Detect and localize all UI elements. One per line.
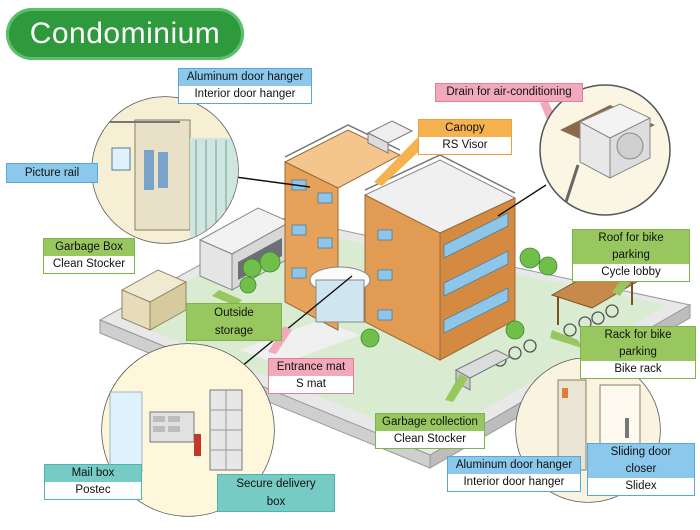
label-heading: Aluminum door hanger xyxy=(179,69,311,86)
label-product: Interior door hanger xyxy=(179,86,311,103)
label-product: Bike rack xyxy=(581,361,695,378)
label-heading: Rack for bike parking xyxy=(581,327,695,361)
page-title: Condominium xyxy=(6,8,244,60)
condominium-building xyxy=(283,120,517,361)
label-rack-bike-parking: Rack for bike parking Bike rack xyxy=(580,326,696,379)
label-mail-box: Mail box Postec xyxy=(44,464,142,500)
label-aluminum-door-hanger-top: Aluminum door hanger Interior door hange… xyxy=(178,68,312,104)
label-entrance-mat: Entrance mat S mat xyxy=(268,358,354,394)
label-product: Cycle lobby xyxy=(573,264,689,281)
label-product: Clean Stocker xyxy=(376,431,484,448)
tag-picture-rail: Picture rail xyxy=(6,163,98,183)
label-aluminum-door-hanger-bottom: Aluminum door hanger Interior door hange… xyxy=(447,456,581,492)
label-heading: Entrance mat xyxy=(269,359,353,376)
detail-circle-mailbox xyxy=(101,343,275,517)
label-product: Slidex xyxy=(588,478,694,495)
detail-circle-closet xyxy=(91,96,239,244)
label-product: RS Visor xyxy=(419,137,511,154)
label-drain-air-conditioning: Drain for air-conditioning xyxy=(435,83,583,102)
label-heading: Garbage collection xyxy=(376,414,484,431)
tag-secure-delivery-box: Secure delivery box xyxy=(217,474,335,512)
label-sliding-door-closer: Sliding door closer Slidex xyxy=(587,443,695,496)
label-garbage-collection: Garbage collection Clean Stocker xyxy=(375,413,485,449)
tag-outside-storage: Outside storage xyxy=(186,303,282,341)
label-roof-bike-parking: Roof for bike parking Cycle lobby xyxy=(572,229,690,282)
label-canopy: Canopy RS Visor xyxy=(418,119,512,155)
label-product: Interior door hanger xyxy=(448,474,580,491)
label-heading: Sliding door closer xyxy=(588,444,694,478)
leader-lines xyxy=(224,175,547,381)
label-heading: Garbage Box xyxy=(44,239,134,256)
label-heading: Drain for air-conditioning xyxy=(436,84,582,101)
label-heading: Roof for bike parking xyxy=(573,230,689,264)
label-product: Postec xyxy=(45,482,141,499)
label-heading: Mail box xyxy=(45,465,141,482)
detail-circle-ac-unit xyxy=(539,84,671,216)
label-product: S mat xyxy=(269,376,353,393)
trees xyxy=(239,247,558,348)
label-heading: Aluminum door hanger xyxy=(448,457,580,474)
label-garbage-box: Garbage Box Clean Stocker xyxy=(43,238,135,274)
label-product: Clean Stocker xyxy=(44,256,134,273)
label-heading: Canopy xyxy=(419,120,511,137)
